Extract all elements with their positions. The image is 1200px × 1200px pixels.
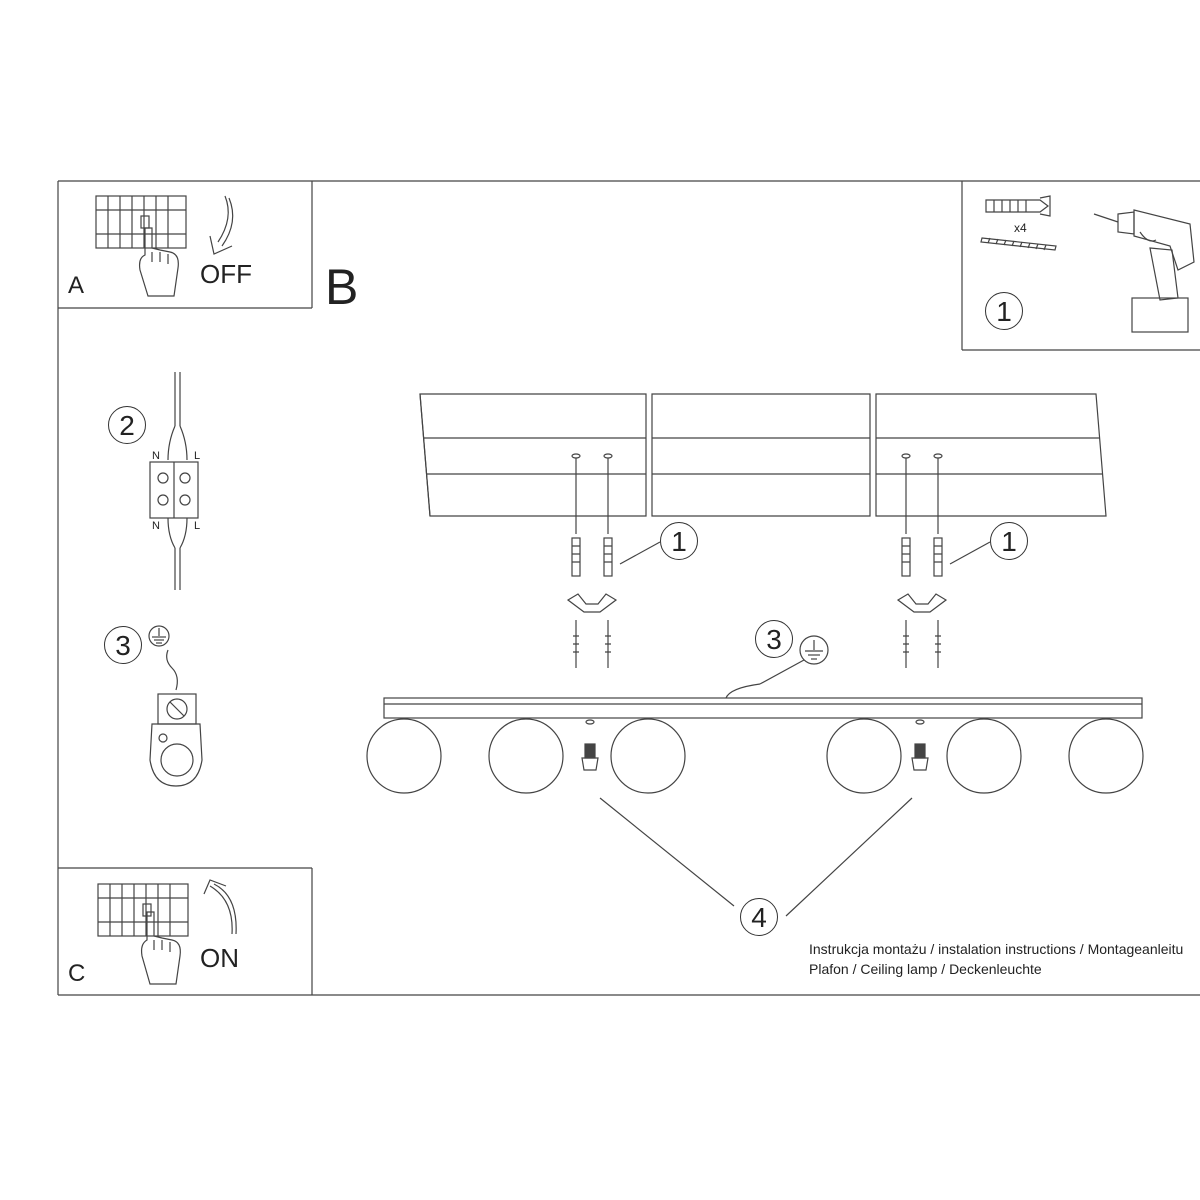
main-step-1-left: 1 — [660, 522, 698, 560]
earth-terminal — [148, 625, 203, 787]
hand-off-icon — [138, 227, 179, 297]
screw-icon — [980, 237, 1057, 251]
breaker-on-icon — [97, 883, 189, 937]
plug-count-label: x4 — [1014, 221, 1027, 235]
fixing-set-left — [566, 453, 661, 668]
live-top-label: L — [194, 450, 201, 462]
main-step-3: 3 — [755, 620, 793, 658]
on-label: ON — [200, 943, 239, 973]
hand-on-icon — [140, 911, 181, 985]
tools-step-number: 1 — [985, 292, 1023, 330]
main-step-1-right: 1 — [990, 522, 1028, 560]
panel-c-letter: C — [68, 960, 86, 987]
panel-a-letter: A — [68, 272, 85, 299]
fixing-set-right — [896, 453, 991, 668]
neutral-top-label: N — [152, 450, 160, 462]
main-step-4: 4 — [740, 898, 778, 936]
arrow-down-icon — [209, 195, 234, 255]
breaker-off-icon — [95, 195, 187, 249]
lamp-fixture — [366, 659, 1144, 917]
earth-step-number: 3 — [104, 626, 142, 664]
wall-plug-icon — [985, 195, 1051, 217]
off-label: OFF — [200, 259, 252, 289]
live-bottom-label: L — [194, 520, 201, 532]
panel-b-letter: B — [325, 259, 359, 315]
ceiling — [419, 393, 1107, 517]
connector-block — [149, 372, 199, 590]
footer-title: Instrukcja montażu / instalation instruc… — [809, 941, 1184, 957]
arrow-up-icon — [203, 879, 237, 935]
wiring-step-number: 2 — [108, 406, 146, 444]
frame — [57, 180, 1200, 996]
earth-icon — [799, 635, 829, 665]
footer-subtitle: Plafon / Ceiling lamp / Deckenleuchte — [809, 961, 1042, 977]
drill-icon — [1093, 209, 1195, 333]
neutral-bottom-label: N — [152, 520, 160, 532]
